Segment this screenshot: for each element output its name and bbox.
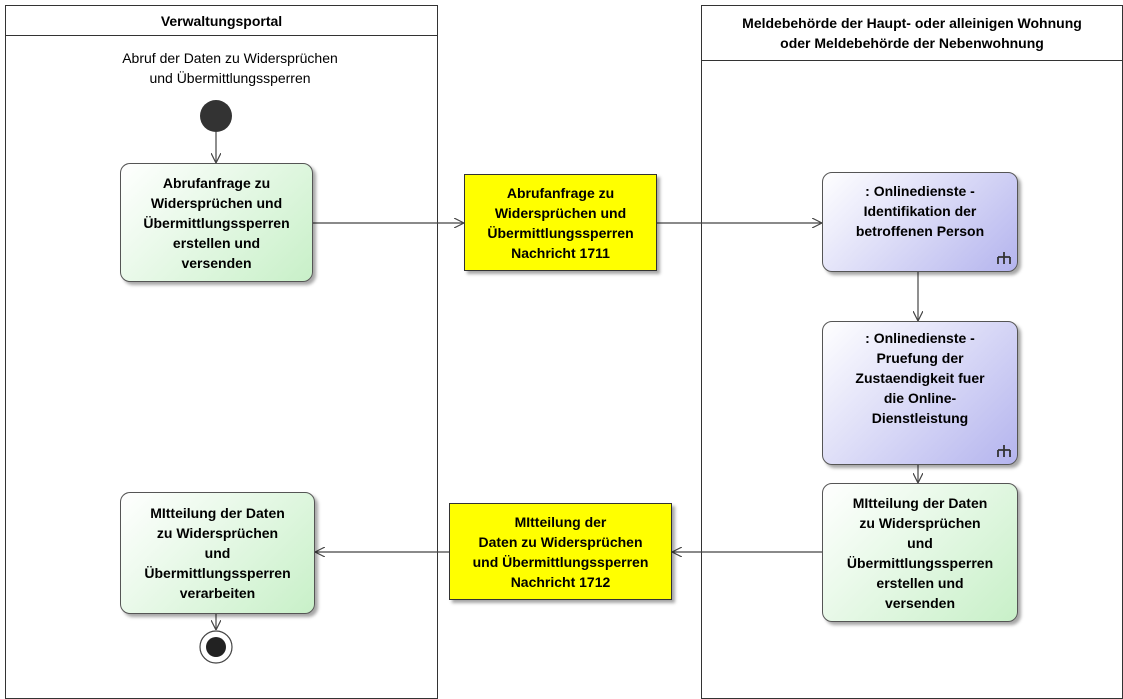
action-check-responsibility[interactable]: : Onlinedienste - Pruefung der Zustaendi… [822,321,1018,465]
activity-caption: Abruf der Daten zu Widersprüchen und Übe… [122,50,338,86]
action-create-response[interactable]: MItteilung der Daten zu Widersprüchen un… [822,483,1018,622]
message-1712[interactable]: MItteilung der Daten zu Widersprüchen un… [449,503,672,600]
action-create-request[interactable]: Abrufanfrage zu Widersprüchen und Übermi… [120,163,313,282]
action-process-data[interactable]: MItteilung der Daten zu Widersprüchen un… [120,492,315,614]
final-node-inner [206,637,226,657]
message-1711[interactable]: Abrufanfrage zu Widersprüchen und Übermi… [464,174,657,271]
initial-node [200,100,232,132]
action-identification[interactable]: : Onlinedienste - Identifikation der bet… [822,172,1018,272]
rake-icon [997,252,1011,264]
lane-title-meldebehoerde: Meldebehörde der Haupt- oder alleinigen … [702,6,1122,61]
check-responsibility-label: : Onlinedienste - Pruefung der Zustaendi… [855,330,985,426]
identification-label: : Onlinedienste - Identifikation der bet… [855,183,985,239]
lane-title-verwaltungsportal: Verwaltungsportal [6,6,437,36]
rake-icon [997,445,1011,457]
